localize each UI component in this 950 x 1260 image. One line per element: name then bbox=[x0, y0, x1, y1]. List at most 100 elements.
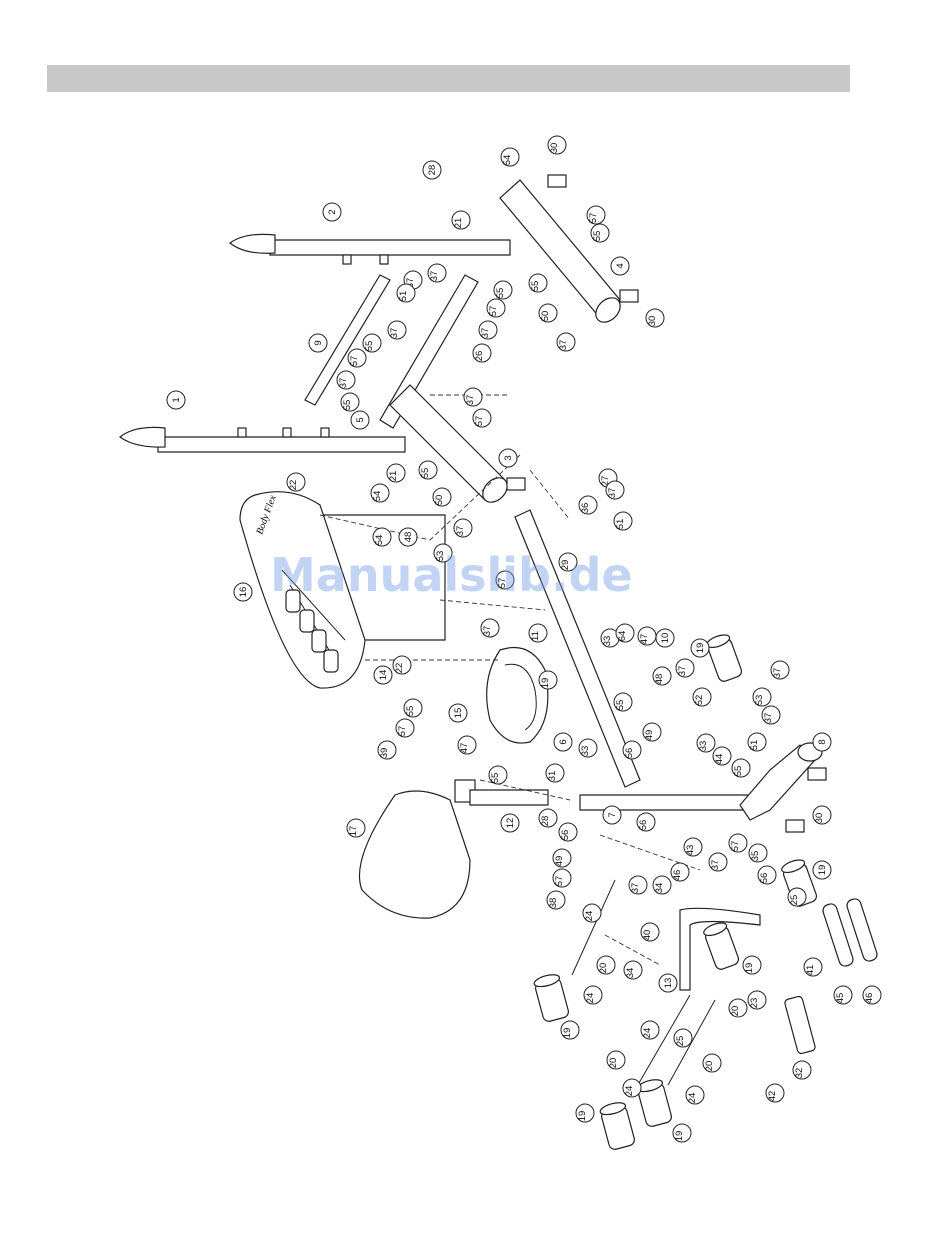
svg-text:54: 54 bbox=[502, 155, 513, 166]
callout: 57 bbox=[395, 718, 415, 738]
grip-44 bbox=[846, 898, 878, 962]
svg-text:33: 33 bbox=[698, 741, 709, 752]
svg-text:55: 55 bbox=[405, 706, 416, 717]
assembly-guide-lines bbox=[319, 394, 701, 966]
svg-text:55: 55 bbox=[592, 231, 603, 242]
svg-text:22: 22 bbox=[394, 663, 405, 674]
rod-20c bbox=[667, 999, 716, 1086]
svg-text:1: 1 bbox=[171, 397, 182, 402]
callout: 37 bbox=[556, 332, 576, 352]
svg-text:33: 33 bbox=[602, 636, 613, 647]
callout: 20 bbox=[596, 955, 616, 975]
svg-text:57: 57 bbox=[554, 876, 565, 887]
callout: 1 bbox=[166, 390, 186, 410]
svg-text:37: 37 bbox=[389, 328, 400, 339]
svg-text:57: 57 bbox=[474, 416, 485, 427]
callout: 17 bbox=[346, 818, 366, 838]
svg-text:37: 37 bbox=[558, 340, 569, 351]
callout: 29 bbox=[558, 552, 578, 572]
callout: 57 bbox=[347, 348, 367, 368]
svg-text:57: 57 bbox=[497, 578, 508, 589]
callout: 5 bbox=[350, 410, 370, 430]
callouts: 1 2 3 4 5 6 7 8 9 10 11 12 13 14 15 16 1… bbox=[166, 135, 882, 1143]
callout: 47 bbox=[457, 735, 477, 755]
callout: 51 bbox=[396, 283, 416, 303]
svg-text:19: 19 bbox=[695, 643, 706, 654]
callout: 24 bbox=[622, 1078, 642, 1098]
svg-text:20: 20 bbox=[730, 1006, 741, 1017]
svg-text:13: 13 bbox=[663, 978, 674, 989]
svg-text:51: 51 bbox=[749, 740, 760, 751]
callout: 30 bbox=[812, 805, 832, 825]
svg-text:12: 12 bbox=[505, 818, 516, 829]
svg-text:30: 30 bbox=[814, 813, 825, 824]
main-frame bbox=[514, 509, 641, 788]
rod-20 bbox=[571, 879, 616, 976]
callout: 13 bbox=[658, 973, 678, 993]
svg-text:24: 24 bbox=[585, 993, 596, 1004]
callout: 43 bbox=[683, 837, 703, 857]
callout: 31 bbox=[545, 763, 565, 783]
svg-text:6: 6 bbox=[558, 739, 569, 744]
callout: 37 bbox=[628, 875, 648, 895]
callout: 54 bbox=[370, 483, 390, 503]
svg-text:47: 47 bbox=[639, 634, 650, 645]
callout: 49 bbox=[552, 848, 572, 868]
svg-text:37: 37 bbox=[482, 626, 493, 637]
svg-text:57: 57 bbox=[488, 306, 499, 317]
callout: 56 bbox=[757, 865, 777, 885]
svg-text:55: 55 bbox=[364, 341, 375, 352]
svg-text:55: 55 bbox=[342, 400, 353, 411]
callout: 37 bbox=[708, 852, 728, 872]
column-12 bbox=[469, 789, 549, 806]
callout: 33 bbox=[578, 738, 598, 758]
svg-text:55: 55 bbox=[733, 766, 744, 777]
callout: 8 bbox=[812, 732, 832, 752]
callout: 56 bbox=[558, 822, 578, 842]
callout: 41 bbox=[803, 957, 823, 977]
svg-text:8: 8 bbox=[817, 739, 828, 744]
callout: 48 bbox=[398, 527, 418, 547]
svg-text:24: 24 bbox=[584, 911, 595, 922]
svg-text:55: 55 bbox=[495, 288, 506, 299]
svg-text:57: 57 bbox=[397, 726, 408, 737]
svg-text:57: 57 bbox=[588, 213, 599, 224]
svg-text:52: 52 bbox=[694, 695, 705, 706]
svg-text:32: 32 bbox=[794, 1068, 805, 1079]
callout: 20 bbox=[702, 1053, 722, 1073]
header-bar bbox=[47, 65, 850, 92]
svg-text:23: 23 bbox=[749, 998, 760, 1009]
svg-text:46: 46 bbox=[864, 993, 875, 1004]
callout: 57 bbox=[472, 408, 492, 428]
svg-text:20: 20 bbox=[598, 963, 609, 974]
callout: 49 bbox=[642, 722, 662, 742]
callout: 50 bbox=[432, 487, 452, 507]
callout: 24 bbox=[640, 1020, 660, 1040]
svg-text:55: 55 bbox=[615, 700, 626, 711]
callout: 21 bbox=[451, 210, 471, 230]
rod-20b bbox=[631, 994, 691, 1096]
svg-text:37: 37 bbox=[630, 883, 641, 894]
svg-text:20: 20 bbox=[608, 1058, 619, 1069]
crossbar-9 bbox=[304, 274, 391, 406]
callout: 38 bbox=[546, 890, 566, 910]
callout: 37 bbox=[478, 320, 498, 340]
callout: 30 bbox=[645, 308, 665, 328]
svg-text:31: 31 bbox=[547, 771, 558, 782]
callout: 21 bbox=[386, 463, 406, 483]
leg-lever-13 bbox=[679, 907, 761, 991]
callout: 24 bbox=[582, 903, 602, 923]
callout: 25 bbox=[787, 887, 807, 907]
svg-text:28: 28 bbox=[427, 165, 438, 176]
svg-text:51: 51 bbox=[398, 291, 409, 302]
svg-text:50: 50 bbox=[540, 311, 551, 322]
callout: 11 bbox=[528, 623, 548, 643]
svg-text:9: 9 bbox=[313, 340, 324, 345]
svg-text:24: 24 bbox=[642, 1028, 653, 1039]
svg-text:56: 56 bbox=[759, 873, 770, 884]
svg-text:19: 19 bbox=[744, 963, 755, 974]
svg-text:39: 39 bbox=[379, 748, 390, 759]
callout: 2 bbox=[322, 202, 342, 222]
callout: 46 bbox=[670, 862, 690, 882]
